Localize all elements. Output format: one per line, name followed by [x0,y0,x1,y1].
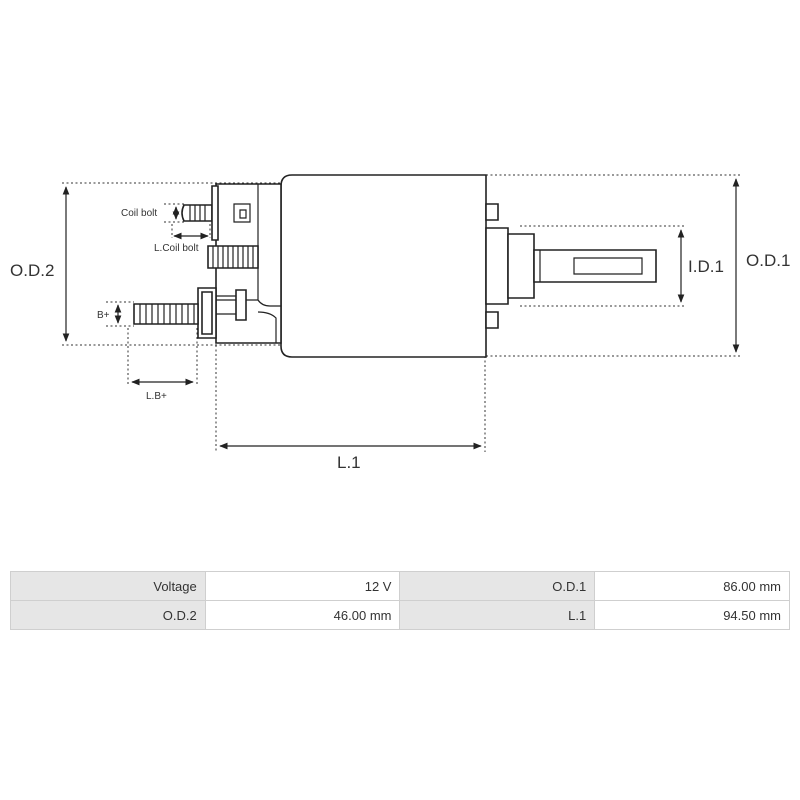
extension-lines [62,174,740,452]
spec-table: Voltage 12 V O.D.1 86.00 mm O.D.2 46.00 … [10,571,790,630]
id1-label: I.D.1 [688,257,724,276]
spec-key: O.D.1 [399,571,596,601]
l1-label: L.1 [337,453,361,472]
coil-bolt-label: Coil bolt [121,208,157,219]
b-plus-label: B+ [97,310,110,321]
spec-key: Voltage [10,571,206,601]
solenoid-diagram: O.D.2 O.D.1 I.D.1 L.1 Coil bolt L.Coil b… [10,174,790,472]
spec-key: O.D.2 [10,600,206,630]
spec-key: L.1 [399,600,596,630]
spec-value: 12 V [204,571,401,601]
spec-value: 46.00 mm [204,600,401,630]
solenoid-body [133,174,657,358]
od2-label: O.D.2 [10,261,54,280]
spec-value: 94.50 mm [594,600,790,630]
l-coil-bolt-label: L.Coil bolt [154,243,199,254]
od1-label: O.D.1 [746,251,790,270]
dimension-lines [62,178,740,450]
spec-value: 86.00 mm [594,571,790,601]
table-row: Voltage 12 V O.D.1 86.00 mm [10,571,790,601]
table-row: O.D.2 46.00 mm L.1 94.50 mm [10,600,790,630]
l-b-plus-label: L.B+ [146,391,167,402]
